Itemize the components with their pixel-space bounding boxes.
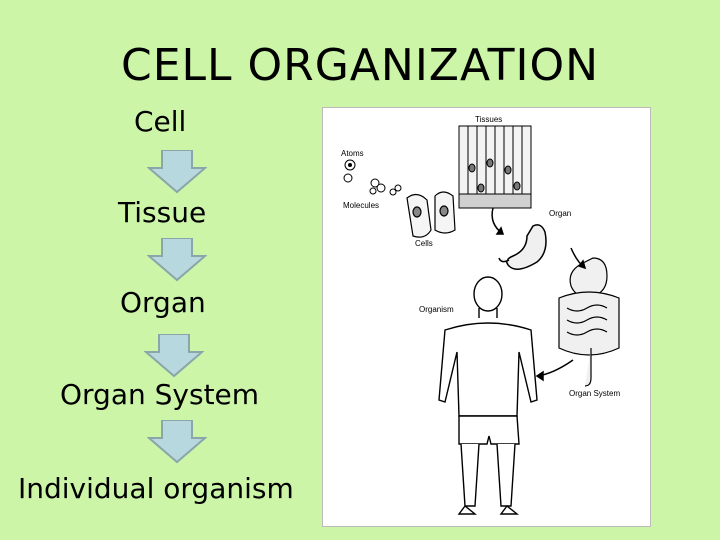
label-organism: Organism (419, 305, 454, 314)
digestive-system-icon (558, 257, 620, 387)
level-tissue: Tissue (118, 196, 207, 229)
label-molecules: Molecules (343, 201, 379, 210)
stomach-icon (498, 224, 547, 270)
atoms-icon (343, 159, 356, 183)
slide-title: CELL ORGANIZATION (120, 40, 600, 91)
level-individual-organism: Individual organism (18, 472, 294, 505)
label-organ-system: Organ System (569, 389, 620, 398)
flow-arrow-icon (491, 207, 587, 382)
cells-icon (406, 191, 456, 238)
organization-illustration: Atoms Molecules Cells Tissues Organ Orga… (322, 107, 651, 527)
down-arrow-icon (147, 150, 207, 194)
label-atoms: Atoms (341, 149, 364, 158)
human-figure-icon (438, 276, 538, 515)
down-arrow-icon (147, 238, 207, 282)
label-organ: Organ (549, 209, 571, 218)
level-cell: Cell (134, 105, 187, 138)
down-arrow-icon (147, 420, 207, 464)
tissues-icon (458, 125, 532, 209)
down-arrow-icon (144, 334, 204, 378)
label-cells: Cells (415, 239, 433, 248)
molecules-icon (369, 178, 402, 196)
label-tissues: Tissues (475, 115, 502, 124)
level-organ-system: Organ System (60, 378, 260, 411)
level-organ: Organ (120, 286, 206, 319)
